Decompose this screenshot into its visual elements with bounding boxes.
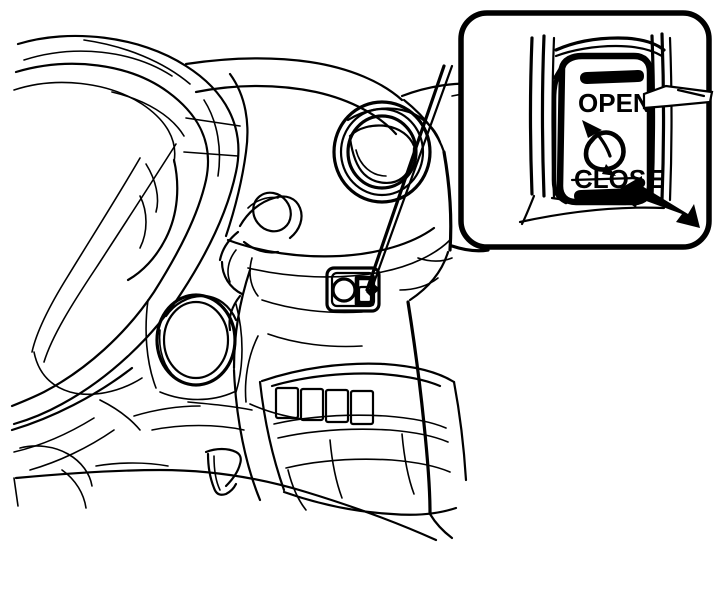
steering-wheel bbox=[10, 34, 240, 509]
close-arrow-icon bbox=[614, 176, 700, 228]
leader-lines bbox=[365, 64, 454, 297]
callout-contents: OPEN CLOSE bbox=[518, 32, 714, 228]
center-air-vent bbox=[332, 100, 442, 204]
open-arrow-icon bbox=[642, 84, 714, 110]
accessory-switch-bank[interactable] bbox=[258, 362, 468, 516]
steering-column-stalk bbox=[218, 191, 303, 332]
side-air-vent bbox=[145, 293, 243, 401]
lower-trim-handle bbox=[204, 447, 242, 496]
detail-callout: OPEN CLOSE bbox=[458, 10, 714, 250]
switch-panel[interactable] bbox=[325, 266, 381, 313]
dash-detail-lines bbox=[99, 90, 509, 431]
rotation-arrow-icon bbox=[582, 120, 626, 176]
switch-open-label: OPEN bbox=[578, 88, 652, 118]
